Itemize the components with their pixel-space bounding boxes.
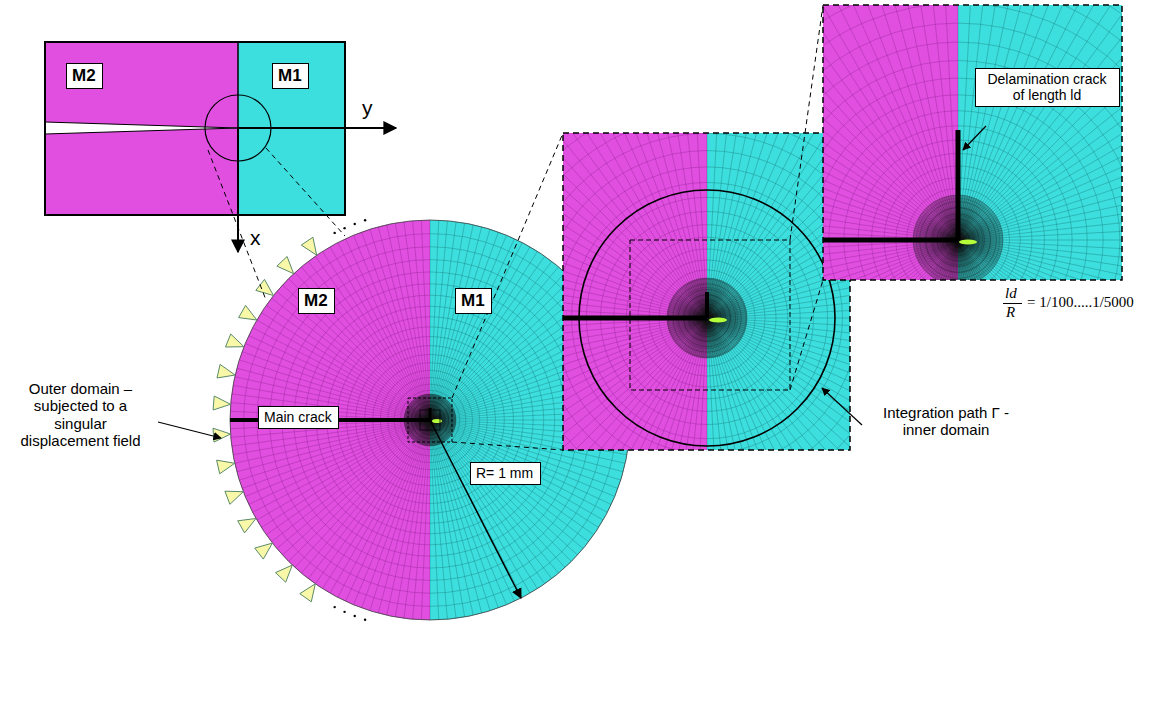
main-crack-line: [823, 238, 958, 243]
continuation-dot: [343, 227, 345, 229]
continuation-dot: [354, 615, 356, 617]
radius-arrow: [430, 420, 521, 598]
fraction-bar: [1003, 303, 1022, 304]
zoom-dash-line: [452, 133, 563, 398]
callout-box: Delamination crack of length ld: [975, 68, 1120, 107]
material-label: M2: [298, 288, 335, 314]
formula-numerator: ld: [1005, 285, 1017, 302]
zoom-view-delamination: [508, 0, 1170, 690]
mesh-lines: [958, 5, 1122, 280]
axis-label: x: [250, 226, 261, 250]
box-text: M2: [304, 291, 328, 311]
support-triangle: [217, 460, 235, 474]
mesh-lines-m2: [563, 133, 707, 450]
support-triangle: [217, 364, 235, 378]
support-triangle: [255, 543, 273, 559]
support-triangle: [226, 334, 244, 347]
box-text: M1: [278, 66, 302, 86]
annotation: Outer domain – subjected to a singular d…: [8, 380, 153, 449]
material-m2-region: [45, 42, 238, 215]
material-label: M1: [272, 63, 309, 89]
zoom-dash-line: [452, 442, 563, 450]
continuation-dot: [364, 219, 366, 221]
leaders: [158, 5, 1022, 450]
support-triangle: [277, 257, 294, 274]
formula-value: = 1/100.....1/5000: [1027, 294, 1134, 311]
continuation-dot: [354, 223, 356, 225]
continuation-dot: [333, 606, 335, 608]
support-triangle: [213, 396, 231, 410]
callout-box: R= 1 mm: [470, 462, 541, 485]
x-axis-arrow: [237, 128, 239, 252]
axis-label: y: [362, 96, 373, 120]
zoom-box-border: [563, 133, 850, 450]
crack-wedge: [45, 122, 238, 134]
fe-mesh: [563, 133, 850, 450]
zoom-dash-line: [790, 280, 823, 390]
mesh-lines-m1: [707, 133, 850, 450]
specimen-sketch: [45, 42, 396, 252]
mesh-lines: [707, 133, 850, 450]
material-m2-region: [225, 215, 430, 625]
delamination-line: [956, 130, 961, 240]
continuation-dot: [333, 232, 335, 234]
leader-arrow: [963, 126, 986, 150]
mesh-lines-m2: [823, 5, 958, 280]
mesh-lines: [563, 133, 707, 450]
support-triangle: [301, 237, 316, 255]
box-text: M2: [72, 66, 96, 86]
crack-tip-mark: [959, 240, 977, 245]
zoom-frame: [630, 240, 790, 390]
support-triangle: [256, 279, 274, 295]
support-triangle: [238, 519, 256, 533]
zoom-dash-line: [266, 148, 345, 236]
zoom-dash-line: [790, 5, 823, 240]
main-crack-line: [563, 316, 707, 321]
callout-box: Main crack: [258, 406, 339, 429]
support-triangle: [213, 428, 231, 442]
drawing: [45, 0, 1170, 705]
box-text: M1: [461, 291, 485, 311]
formula-denominator: R: [1006, 304, 1015, 321]
fe-mesh: [823, 5, 1122, 280]
leader-arrow: [822, 388, 862, 425]
support-triangle: [300, 584, 316, 602]
leader-arrow: [158, 422, 221, 438]
box-text: Delamination crack of length ld: [981, 71, 1113, 103]
crack-tip-mark: [432, 419, 442, 423]
delamination-line: [705, 292, 709, 318]
support-triangle: [239, 305, 257, 320]
zoom-dash-line: [208, 150, 266, 300]
support-triangle: [276, 565, 293, 582]
box-text: R= 1 mm: [476, 465, 533, 481]
zoom-view-inner-domain: [287, 0, 1127, 705]
continuation-dot: [343, 611, 345, 613]
material-label: M1: [455, 288, 492, 314]
annotation: Integration path Γ - inner domain: [866, 404, 1026, 439]
zoom-box-border: [823, 5, 1122, 280]
mesh-lines-m1: [958, 5, 1122, 280]
boundary-conditions: [213, 219, 366, 621]
material-label: M2: [66, 63, 103, 89]
crack-tip-mark: [709, 318, 727, 323]
continuation-dot: [364, 619, 366, 621]
mesh-lines: [230, 220, 430, 620]
box-text: Main crack: [264, 409, 332, 425]
y-axis-arrow: [238, 127, 396, 129]
support-triangle: [225, 491, 243, 504]
mesh-lines-m2: [230, 220, 430, 620]
mesh-lines: [823, 5, 958, 280]
